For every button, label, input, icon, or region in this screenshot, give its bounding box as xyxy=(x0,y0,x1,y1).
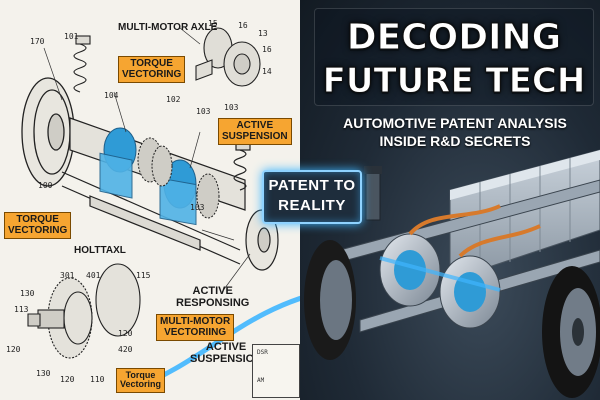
ref-number: 14 xyxy=(262,67,272,76)
ref-number: 301 xyxy=(60,271,75,280)
label-multi-motor-axle: MULTI-MOTOR AXLE xyxy=(118,22,218,33)
patent-to-reality-badge: PATENT TO REALITY xyxy=(262,170,362,224)
patent-leader-lines xyxy=(43,27,251,293)
headline-line-2: FUTURE TECH xyxy=(322,61,586,102)
headline-line-1: DECODING xyxy=(346,17,562,59)
ref-number: 103 xyxy=(224,103,239,112)
label-torque-vectoring-top: TORQUE VECTORING xyxy=(118,56,186,83)
ref-number: 130 xyxy=(36,369,51,378)
label-active-responsing: ACTIVE RESPONSING xyxy=(176,285,250,309)
patent-motor-assembly xyxy=(99,127,197,226)
label-torque-vectoring-left: TORQUE VECTORING xyxy=(4,212,72,239)
ref-number: 103 xyxy=(190,203,205,212)
render-left-wheel xyxy=(304,240,356,360)
title-block-bottom: AM xyxy=(257,377,265,384)
label-torque-vectoring-bottom: Torque Vectoring xyxy=(116,368,166,393)
ev-skateboard-render xyxy=(304,149,600,398)
patent-gears xyxy=(137,137,220,219)
badge-line-1: PATENT TO xyxy=(268,177,356,194)
patent-inset-gearbox xyxy=(195,27,261,87)
ref-number: 130 xyxy=(20,289,35,298)
label-multi-motor-vectoring: MULTI-MOTOR VECTORIING xyxy=(156,314,235,341)
subtitle-block: AUTOMOTIVE PATENT ANALYSIS INSIDE R&D SE… xyxy=(320,114,590,150)
ref-number: 103 xyxy=(196,107,211,116)
subtitle-line-2: INSIDE R&D SECRETS xyxy=(379,133,531,149)
subtitle-line-1: AUTOMOTIVE PATENT ANALYSIS xyxy=(343,115,567,131)
ref-number: 104 xyxy=(104,91,119,100)
patent-coil-spring-left xyxy=(73,35,91,93)
patent-drawing-panel: MULTI-MOTOR AXLE TORQUE VECTORING ACTIVE… xyxy=(0,0,300,400)
ref-number: 110 xyxy=(90,375,105,384)
badge-line-2: REALITY xyxy=(278,197,346,214)
title-block-top: DSR xyxy=(257,349,268,356)
ref-number: 101 xyxy=(64,32,79,41)
headline-block: DECODING FUTURE TECH xyxy=(314,8,594,106)
ref-number: 102 xyxy=(166,95,181,104)
ref-number: 120 xyxy=(60,375,75,384)
ref-number: 115 xyxy=(136,271,151,280)
patent-title-block: DSR AM xyxy=(252,344,300,398)
ref-number: 15 xyxy=(208,19,218,28)
ref-number: 13 xyxy=(258,29,268,38)
label-holttaxl: HOLTTAXL xyxy=(74,245,126,256)
ref-number: 120 xyxy=(6,345,21,354)
ref-number: 120 xyxy=(118,329,133,338)
ref-number: 16 xyxy=(262,45,272,54)
copper-cables xyxy=(408,204,541,258)
label-active-suspension-top: ACTIVE SUSPENSION xyxy=(218,118,292,145)
ref-number: 113 xyxy=(14,305,29,314)
ref-number: 401 xyxy=(86,271,101,280)
label-active-suspension-bottom: ACTIVE SUSPENSION xyxy=(190,341,263,365)
patent-inset-vectoring xyxy=(27,263,141,359)
ref-number: 100 xyxy=(38,181,53,190)
render-right-wheel xyxy=(542,266,600,398)
ref-number: 170 xyxy=(30,37,45,46)
ref-number: 16 xyxy=(238,21,248,30)
patent-left-wheel xyxy=(21,77,75,187)
ref-number: 420 xyxy=(118,345,133,354)
render-shock-absorber xyxy=(364,166,382,221)
